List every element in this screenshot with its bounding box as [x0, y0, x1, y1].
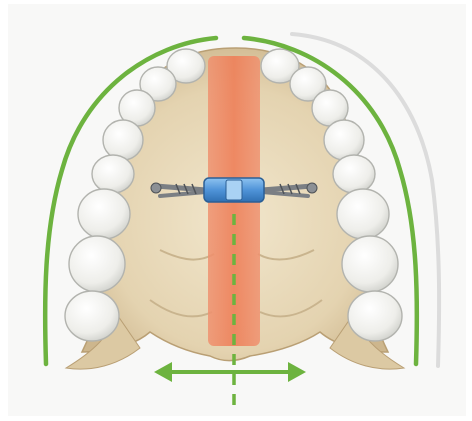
tooth [342, 236, 398, 292]
tooth [348, 291, 402, 341]
tooth [92, 155, 134, 193]
tooth [69, 236, 125, 292]
tooth [65, 291, 119, 341]
tooth [333, 155, 375, 193]
tooth [337, 189, 389, 239]
double-headed-arrow-icon [154, 362, 306, 382]
tooth [324, 120, 364, 160]
tooth [103, 120, 143, 160]
tooth [78, 189, 130, 239]
